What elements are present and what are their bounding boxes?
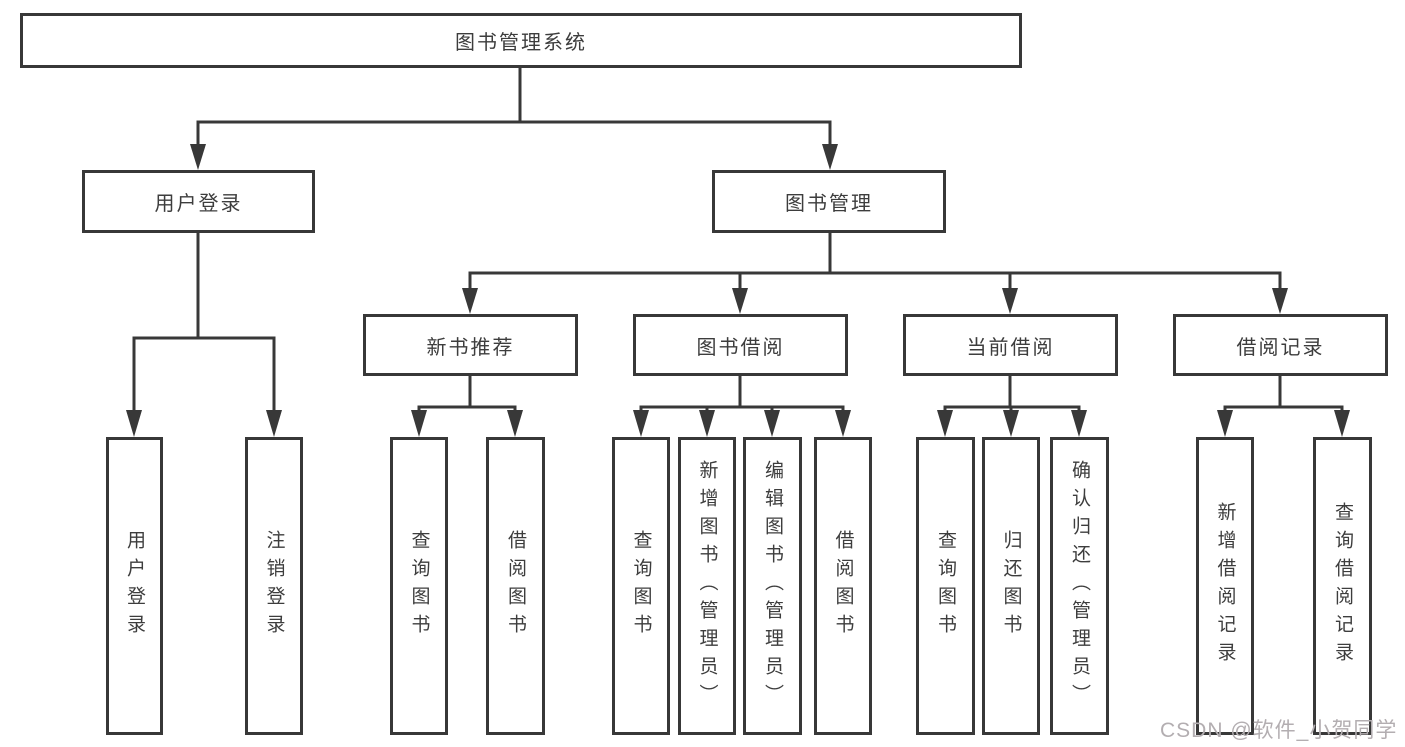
arrowhead-icon xyxy=(266,410,282,437)
arrowhead-icon xyxy=(126,410,142,437)
node-book-management: 图书管理 xyxy=(712,170,946,233)
leaf-add-book-admin: 新增图书（管理员） xyxy=(678,437,736,735)
leaf-add-borrow-record: 新增借阅记录 xyxy=(1196,437,1254,735)
connector-book-borrow-branch xyxy=(633,376,851,437)
node-label: 借阅记录 xyxy=(1236,336,1325,359)
node-label: 归还图书 xyxy=(1000,530,1022,642)
node-borrow-records: 借阅记录 xyxy=(1173,314,1388,376)
arrowhead-icon xyxy=(1002,288,1018,314)
arrowhead-icon xyxy=(462,288,478,314)
node-label: 用户登录 xyxy=(154,193,243,215)
node-new-book-recommend: 新书推荐 xyxy=(363,314,578,376)
node-label: 注销登录 xyxy=(263,530,285,642)
node-label: 新增图书（管理员） xyxy=(696,460,718,712)
connector-root-branch xyxy=(190,68,838,170)
node-label: 借阅图书 xyxy=(832,530,854,642)
watermark: CSDN @软件_小贺同学 xyxy=(1160,719,1398,742)
node-label: 图书管理 xyxy=(785,193,873,215)
leaf-confirm-return-admin: 确认归还（管理员） xyxy=(1050,437,1109,735)
connector-borrow-records-branch xyxy=(1217,376,1350,437)
arrowhead-icon xyxy=(633,410,649,437)
arrowhead-icon xyxy=(732,288,748,314)
node-label: 新书推荐 xyxy=(426,336,515,359)
arrowhead-icon xyxy=(1334,410,1350,437)
leaf-return-book: 归还图书 xyxy=(982,437,1040,735)
arrowhead-icon xyxy=(411,410,427,437)
arrowhead-icon xyxy=(822,144,838,170)
arrowhead-icon xyxy=(507,410,523,437)
node-label: 查询借阅记录 xyxy=(1332,502,1353,670)
leaf-borrow-books-2: 借阅图书 xyxy=(814,437,872,735)
node-label: 图书借阅 xyxy=(696,336,785,359)
arrowhead-icon xyxy=(764,410,780,437)
leaf-query-borrow-record: 查询借阅记录 xyxy=(1313,437,1372,735)
leaf-user-login: 用户登录 xyxy=(106,437,163,735)
arrowhead-icon xyxy=(1272,288,1288,314)
arrowhead-icon xyxy=(190,144,206,170)
connector-new-book-branch xyxy=(411,376,523,437)
connector-user-login-branch xyxy=(126,233,282,437)
leaf-logout: 注销登录 xyxy=(245,437,303,735)
node-label: 查询图书 xyxy=(408,530,430,642)
node-label: 新增借阅记录 xyxy=(1214,502,1236,670)
node-label: 编辑图书（管理员） xyxy=(762,460,783,712)
arrowhead-icon xyxy=(835,410,851,437)
node-label: 查询图书 xyxy=(630,530,652,642)
node-label: 用户登录 xyxy=(124,530,145,642)
node-current-borrow: 当前借阅 xyxy=(903,314,1118,376)
leaf-query-books-3: 查询图书 xyxy=(916,437,975,735)
connector-current-borrow-branch xyxy=(937,376,1087,437)
node-label: 确认归还（管理员） xyxy=(1069,460,1090,712)
arrowhead-icon xyxy=(699,410,715,437)
node-book-borrow: 图书借阅 xyxy=(633,314,848,376)
leaf-query-books-1: 查询图书 xyxy=(390,437,448,735)
node-label: 查询图书 xyxy=(935,530,956,642)
node-label: 借阅图书 xyxy=(505,530,526,642)
arrowhead-icon xyxy=(1003,410,1019,437)
arrowhead-icon xyxy=(937,410,953,437)
connector-book-management-branch xyxy=(462,233,1288,314)
node-label: 图书管理系统 xyxy=(455,32,587,54)
node-user-login: 用户登录 xyxy=(82,170,315,233)
leaf-query-books-2: 查询图书 xyxy=(612,437,670,735)
leaf-edit-book-admin: 编辑图书（管理员） xyxy=(743,437,802,735)
node-root: 图书管理系统 xyxy=(20,13,1022,68)
node-label: 当前借阅 xyxy=(966,336,1055,359)
arrowhead-icon xyxy=(1071,410,1087,437)
arrowhead-icon xyxy=(1217,410,1233,437)
leaf-borrow-books-1: 借阅图书 xyxy=(486,437,545,735)
